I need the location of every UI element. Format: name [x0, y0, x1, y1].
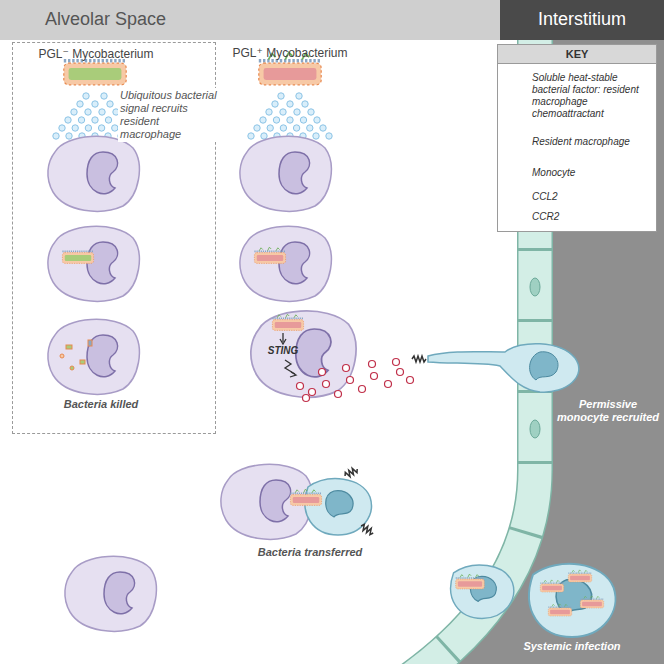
legend-text: Resident macrophage — [532, 125, 652, 159]
node-text: Bacteria killed — [31, 398, 171, 410]
legend-text: Soluble heat-stable bacterial factor: re… — [532, 67, 652, 125]
annotation: Permissive monocyte recruited — [556, 398, 660, 424]
group-label: PGL⁺ Mycobacterium — [220, 46, 360, 60]
region-header: Alveolar Space — [0, 0, 500, 40]
annotation: Ubiquitous bacterial signal recruits res… — [118, 88, 222, 142]
annotation: Systemic infection — [505, 640, 639, 653]
node-text: KEY — [498, 45, 656, 64]
legend-text: CCL2 — [532, 187, 652, 207]
pathway-label: STING — [262, 345, 304, 356]
region-header: Interstitium — [500, 0, 664, 40]
node-text: Alveolar Space — [45, 9, 345, 30]
legend-text: CCR2 — [532, 207, 652, 227]
legend-text: Monocyte — [532, 159, 652, 187]
node-text: PGL⁻ Mycobacterium — [16, 47, 176, 61]
key-box: KEY Soluble heat-stable bacterial factor:… — [497, 44, 657, 232]
annotation: Bacteria transferred — [238, 546, 382, 558]
node-text: Interstitium — [500, 9, 664, 30]
